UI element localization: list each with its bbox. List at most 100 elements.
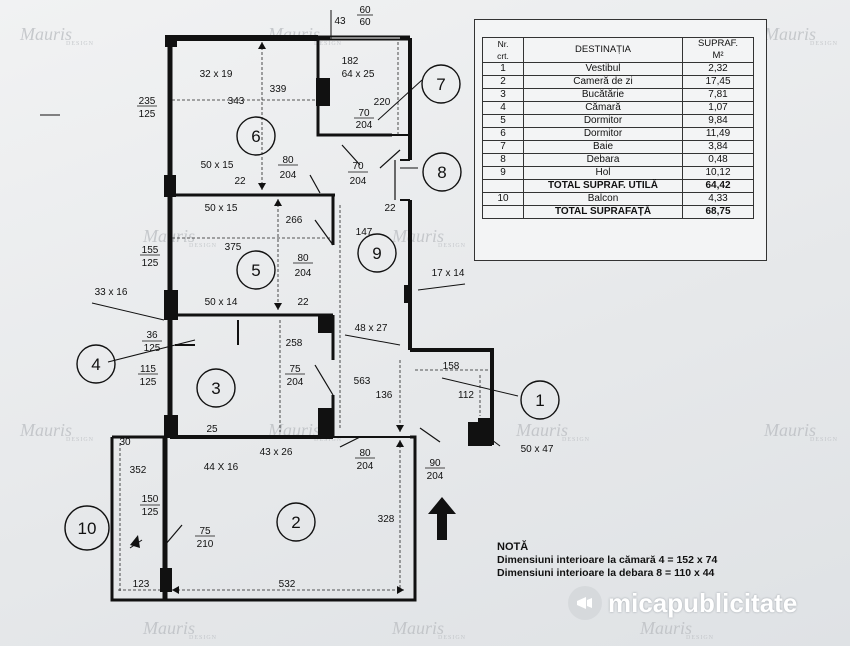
dim: 43 x 26 xyxy=(260,447,293,458)
dim: 352 xyxy=(130,465,147,476)
cell-destination: Baie xyxy=(523,140,683,154)
dim: 339 xyxy=(270,84,287,95)
cell-nr: 4 xyxy=(482,101,524,115)
dim: 112 xyxy=(458,390,474,401)
dim: 50 x 14 xyxy=(205,297,238,308)
room-4-marker xyxy=(76,344,116,384)
dim: 25 xyxy=(206,424,218,435)
dim: 235 xyxy=(139,96,156,107)
room-9-marker xyxy=(357,233,397,273)
dim: 36 xyxy=(146,330,158,341)
room-number: 8 xyxy=(437,163,446,182)
cell-destination: TOTAL SUPRAF. UTILĂ xyxy=(523,179,683,193)
note-line: Dimensiuni interioare la cămară 4 = 152 … xyxy=(497,554,718,566)
cell-destination: Cameră de zi xyxy=(523,75,683,89)
cell-area: 10,12 xyxy=(682,166,754,180)
room-2-marker xyxy=(276,502,316,542)
cell-nr: 5 xyxy=(482,114,524,128)
dim: 532 xyxy=(279,579,296,590)
dim: 147 xyxy=(356,227,373,238)
room-8-marker xyxy=(422,152,462,192)
cell-area: 11,49 xyxy=(682,127,754,141)
room-5-marker xyxy=(236,250,276,290)
dim: 204 xyxy=(357,461,374,472)
col-header-area: SUPRAF. M² xyxy=(682,37,754,63)
dim: 32 x 19 xyxy=(200,69,233,80)
dim: 64 x 25 xyxy=(342,69,375,80)
note-title: NOTĂ xyxy=(497,541,529,553)
cell-nr: 1 xyxy=(482,62,524,76)
room-7-marker xyxy=(421,64,461,104)
cell-area: 2,32 xyxy=(682,62,754,76)
dim: 204 xyxy=(295,268,312,279)
dim: 50 x 15 xyxy=(205,203,238,214)
dim: 90 xyxy=(429,458,441,469)
cell-nr xyxy=(482,205,524,219)
cell-destination: Balcon xyxy=(523,192,683,206)
dim: 22 xyxy=(234,176,246,187)
dim: 33 x 16 xyxy=(95,287,128,298)
dim: 136 xyxy=(376,390,393,401)
room-number: 2 xyxy=(291,513,300,532)
room-3-marker xyxy=(196,368,236,408)
cell-area: 7,81 xyxy=(682,88,754,102)
brand-name: micapublicitate xyxy=(608,587,798,618)
dim: 44 X 16 xyxy=(204,462,239,473)
room-number: 7 xyxy=(436,75,445,94)
dim: 48 x 27 xyxy=(355,323,388,334)
room-number: 4 xyxy=(91,355,100,374)
cell-area: 1,07 xyxy=(682,101,754,115)
dim: 17 x 14 xyxy=(432,268,465,279)
room-10-marker xyxy=(64,505,110,551)
dim: 60 xyxy=(359,17,371,28)
dim: 80 xyxy=(297,253,309,264)
dim: 258 xyxy=(286,338,303,349)
dim: 204 xyxy=(427,471,444,482)
col-header-destination: DESTINAȚIA xyxy=(523,37,683,63)
table-header-row: Nr. crt. DESTINAȚIA SUPRAF. M² xyxy=(482,37,754,63)
dim: 75 xyxy=(289,364,301,375)
dim: 22 xyxy=(297,297,309,308)
dim: 123 xyxy=(133,579,150,590)
cell-area: 17,45 xyxy=(682,75,754,89)
dim: 80 xyxy=(359,448,371,459)
dim: 210 xyxy=(197,539,214,550)
dim: 204 xyxy=(350,176,367,187)
dim: 343 xyxy=(228,96,245,107)
dim: 50 x 47 xyxy=(521,444,554,455)
cell-nr: 9 xyxy=(482,166,524,180)
brand-watermark: micapublicitate xyxy=(568,586,797,620)
dim: 155 xyxy=(142,245,159,256)
cell-area: 64,42 xyxy=(682,179,754,193)
dim: 22 xyxy=(384,203,396,214)
cell-destination: Vestibul xyxy=(523,62,683,76)
cell-area: 0,48 xyxy=(682,153,754,167)
cell-area: 4,33 xyxy=(682,192,754,206)
dim: 204 xyxy=(356,120,373,131)
dim: 43 xyxy=(334,16,346,27)
dim: 75 xyxy=(199,526,211,537)
megaphone-icon xyxy=(568,586,602,620)
note-block: NOTĂ Dimensiuni interioare la cămară 4 =… xyxy=(497,541,717,580)
cell-destination: Dormitor xyxy=(523,127,683,141)
cell-destination: TOTAL SUPRAFAȚĂ xyxy=(523,205,683,219)
dim: 125 xyxy=(142,258,159,269)
cell-nr: 2 xyxy=(482,75,524,89)
